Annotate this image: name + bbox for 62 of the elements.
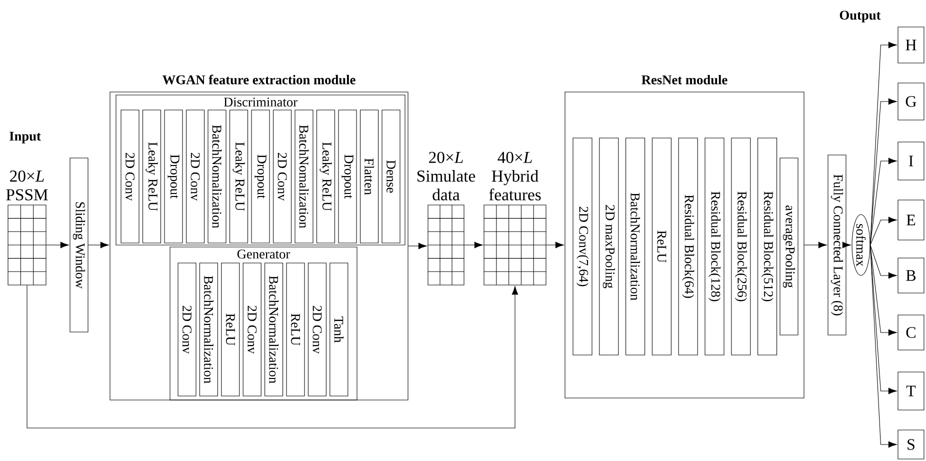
layer-box: Dense — [382, 110, 400, 244]
output-box: G — [898, 82, 924, 120]
arrow — [804, 242, 827, 248]
layer-box: Tanh — [330, 262, 348, 396]
layer-box: 2D Conv — [186, 110, 205, 244]
arrow — [870, 158, 897, 246]
layer-box: BatchNomalization — [208, 110, 226, 244]
layer-box: Leaky ReLU — [230, 110, 248, 244]
output-box: I — [898, 142, 924, 180]
layer-box: Leaky ReLU — [142, 110, 162, 244]
layer-box: 2D Conv(7,64) — [572, 138, 592, 356]
layer-box: 2D Conv — [178, 262, 196, 396]
matrix-label: 40×L Hybrid features — [489, 152, 541, 200]
arrow — [870, 216, 897, 246]
layer-box: ReLU — [286, 262, 305, 396]
arrow — [26, 285, 518, 428]
matrix-label: 20×L PSSM — [6, 170, 48, 200]
layer-box: 2D Conv — [308, 262, 326, 396]
arrow — [46, 242, 69, 248]
layer-box: Dropout — [251, 110, 270, 244]
layer-box: ReLU — [221, 262, 240, 396]
module-title: ResNet module — [642, 74, 728, 84]
section-title: Output — [840, 10, 881, 22]
layer-box: Flatten — [360, 110, 379, 244]
arrow — [546, 242, 564, 248]
arrow — [870, 244, 897, 279]
output-box: S — [898, 430, 924, 460]
layer-box: Residual Block(512) — [758, 138, 778, 356]
layer-box: Residual Block(128) — [704, 138, 724, 356]
layer-box: 2D Conv — [120, 110, 140, 244]
matrix-label: 20×L Simulate data — [417, 152, 476, 200]
output-box: T — [898, 372, 924, 410]
layer-box: Leaky ReLU — [316, 110, 336, 244]
arrow — [870, 98, 897, 246]
layer-box: averagePooling — [780, 158, 798, 336]
arrow — [870, 244, 897, 448]
output-box: C — [898, 314, 924, 350]
layer-box: Residual Block(256) — [731, 138, 751, 356]
output-box: B — [898, 258, 924, 294]
arrow — [408, 242, 427, 250]
layer-box: BatchNormalization — [264, 262, 284, 396]
arrow — [842, 242, 851, 248]
layer-box: BatchNormalization — [626, 138, 646, 356]
layer-box: Dropout — [164, 110, 183, 244]
layer-box: BatchNormalization — [199, 262, 218, 396]
arrow — [88, 242, 109, 248]
layer-box: Residual Block(64) — [678, 138, 698, 356]
output-box: H — [898, 26, 924, 64]
layer-box: BatchNomalization — [294, 110, 314, 244]
arrow — [870, 244, 897, 394]
layer-box: Dropout — [338, 110, 357, 244]
layer-box: Fully Connected Layer (8) — [828, 154, 846, 336]
module-title: WGAN feature extraction module — [162, 74, 356, 84]
arrow — [464, 242, 483, 248]
output-box: E — [898, 200, 924, 240]
section-title: Input — [10, 132, 41, 144]
layer-box: ReLU — [652, 138, 672, 356]
layer-box: 2D Conv — [273, 110, 292, 244]
arrow — [870, 244, 897, 336]
layer-box: 2D maxPooling — [599, 138, 619, 356]
layer-box: Sliding Window — [70, 158, 88, 332]
layer-box: 2D Conv — [242, 262, 262, 396]
